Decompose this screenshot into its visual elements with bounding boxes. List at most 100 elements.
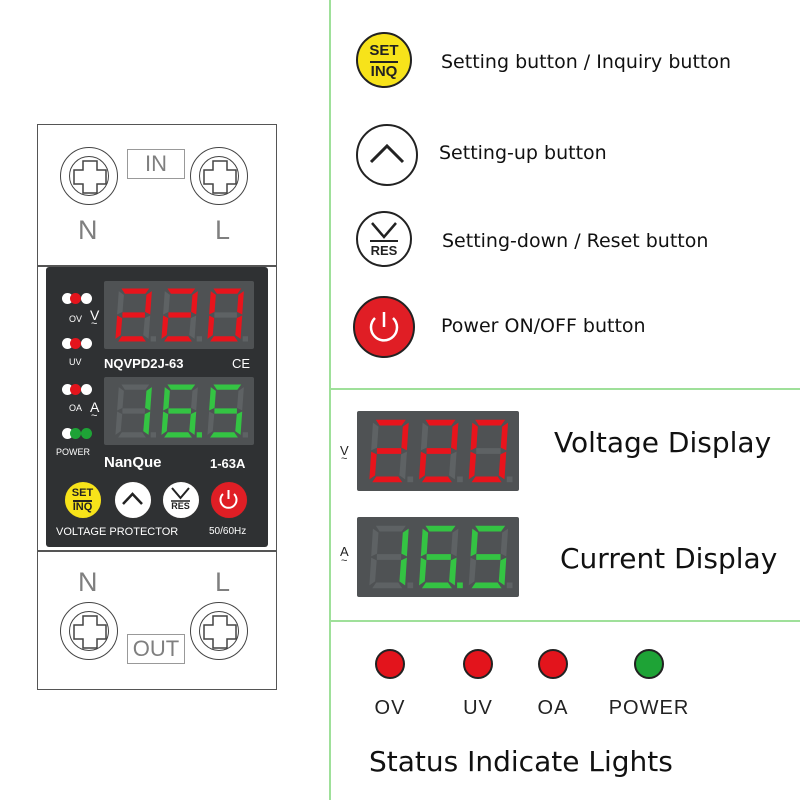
- decimal-point: [242, 336, 248, 342]
- segment-c: [449, 451, 457, 480]
- down-reset-icon: [370, 222, 398, 242]
- oa-label: OA: [69, 403, 83, 413]
- model-label: NQVPD2J-63: [104, 356, 184, 371]
- ac-symbol-v: ~: [91, 318, 98, 330]
- power-icon: [219, 490, 238, 509]
- current-display-label: Current Display: [560, 542, 778, 575]
- segment-c: [449, 557, 457, 586]
- terminal-screw-n-bottom[interactable]: [60, 602, 118, 660]
- segment-a: [167, 384, 196, 390]
- segment-f: [420, 528, 429, 557]
- device-divider-top: [37, 265, 277, 267]
- segment-d: [164, 336, 192, 342]
- decimal-point: [196, 336, 202, 342]
- segment-f: [117, 291, 124, 315]
- decimal-point: [457, 582, 463, 589]
- segment-a: [121, 288, 150, 294]
- segment-b: [451, 422, 459, 451]
- segment-b: [191, 387, 198, 411]
- plus-screw-icon: [73, 160, 107, 194]
- segment-b: [237, 291, 244, 315]
- segment-d: [210, 432, 238, 438]
- segment-e: [468, 451, 477, 480]
- terminal-screw-l-top[interactable]: [190, 147, 248, 205]
- segment-f: [371, 422, 379, 451]
- ov-label: OV: [69, 314, 83, 324]
- up-button[interactable]: [114, 481, 152, 519]
- horizontal-divider-2: [329, 620, 800, 622]
- segment-a: [213, 384, 242, 390]
- decimal-point: [506, 476, 513, 483]
- current-sample-digits: [369, 525, 513, 589]
- set-inq-button[interactable]: SET INQ: [64, 481, 102, 519]
- power-light: [634, 649, 664, 679]
- segment-c: [498, 451, 507, 480]
- segment-d: [118, 432, 146, 438]
- legend-power-icon: [353, 296, 415, 358]
- decimal-point: [506, 582, 513, 589]
- segment-a: [213, 288, 242, 294]
- plus-screw-icon: [73, 615, 107, 649]
- segment-d: [372, 476, 403, 483]
- frequency-label: 50/60Hz: [209, 526, 247, 537]
- terminal-in-label: IN: [127, 149, 185, 179]
- segment-a: [475, 419, 506, 426]
- terminal-screw-n-top[interactable]: [60, 147, 118, 205]
- display-unit-v: V: [340, 443, 349, 458]
- ce-mark: CE: [232, 356, 251, 371]
- segment-c: [498, 557, 507, 586]
- unit-v-label: V: [90, 307, 100, 323]
- decimal-point: [150, 432, 156, 438]
- segment-f: [470, 422, 478, 451]
- segment-a: [375, 525, 406, 532]
- power-button[interactable]: [210, 481, 248, 519]
- segment-g: [214, 312, 237, 318]
- current-digits: [115, 384, 248, 438]
- power-label: POWER: [56, 447, 91, 457]
- up-chevron-icon: [369, 143, 405, 164]
- neutral-label-top: N: [78, 215, 98, 245]
- segment-g: [214, 408, 237, 414]
- ac-symbol-a: ~: [91, 410, 98, 422]
- segment-b: [191, 291, 198, 315]
- segment-f: [163, 291, 170, 315]
- segment-b: [500, 422, 509, 451]
- segment-b: [401, 422, 409, 451]
- segment-a: [375, 419, 406, 426]
- up-chevron-icon: [122, 492, 143, 505]
- legend-label-power: Power ON/OFF button: [441, 315, 646, 337]
- status-lights-title: Status Indicate Lights: [369, 745, 673, 778]
- voltage-display-label: Voltage Display: [554, 426, 772, 459]
- segment-e: [369, 451, 377, 480]
- segment-a: [425, 419, 456, 426]
- segment-e: [369, 557, 377, 586]
- segment-c: [189, 315, 197, 339]
- down-reset-icon: [171, 487, 190, 502]
- segment-e: [207, 315, 215, 339]
- display-ac-a: ~: [341, 555, 348, 567]
- segment-g: [376, 554, 402, 560]
- uv-light: [463, 649, 493, 679]
- segment-b: [401, 528, 409, 557]
- rating-label: 1-63A: [210, 456, 246, 471]
- segment-f: [163, 387, 170, 411]
- segment-g: [476, 448, 501, 454]
- segment-e: [161, 315, 169, 339]
- neutral-label-bottom: N: [78, 567, 98, 597]
- decimal-point: [196, 432, 202, 438]
- segment-e: [468, 557, 477, 586]
- device-current-display: [104, 377, 254, 445]
- terminal-out-label: OUT: [127, 634, 185, 664]
- segment-c: [143, 411, 151, 435]
- segment-a: [167, 288, 196, 294]
- terminal-screw-l-bottom[interactable]: [190, 602, 248, 660]
- product-name: VOLTAGE PROTECTOR: [56, 526, 179, 538]
- segment-c: [189, 411, 197, 435]
- down-reset-button[interactable]: RES: [162, 481, 200, 519]
- segment-g: [168, 408, 191, 414]
- segment-d: [118, 336, 146, 342]
- oa-light: [538, 649, 568, 679]
- segment-b: [451, 528, 459, 557]
- voltage-digits: [115, 288, 248, 342]
- segment-e: [207, 411, 215, 435]
